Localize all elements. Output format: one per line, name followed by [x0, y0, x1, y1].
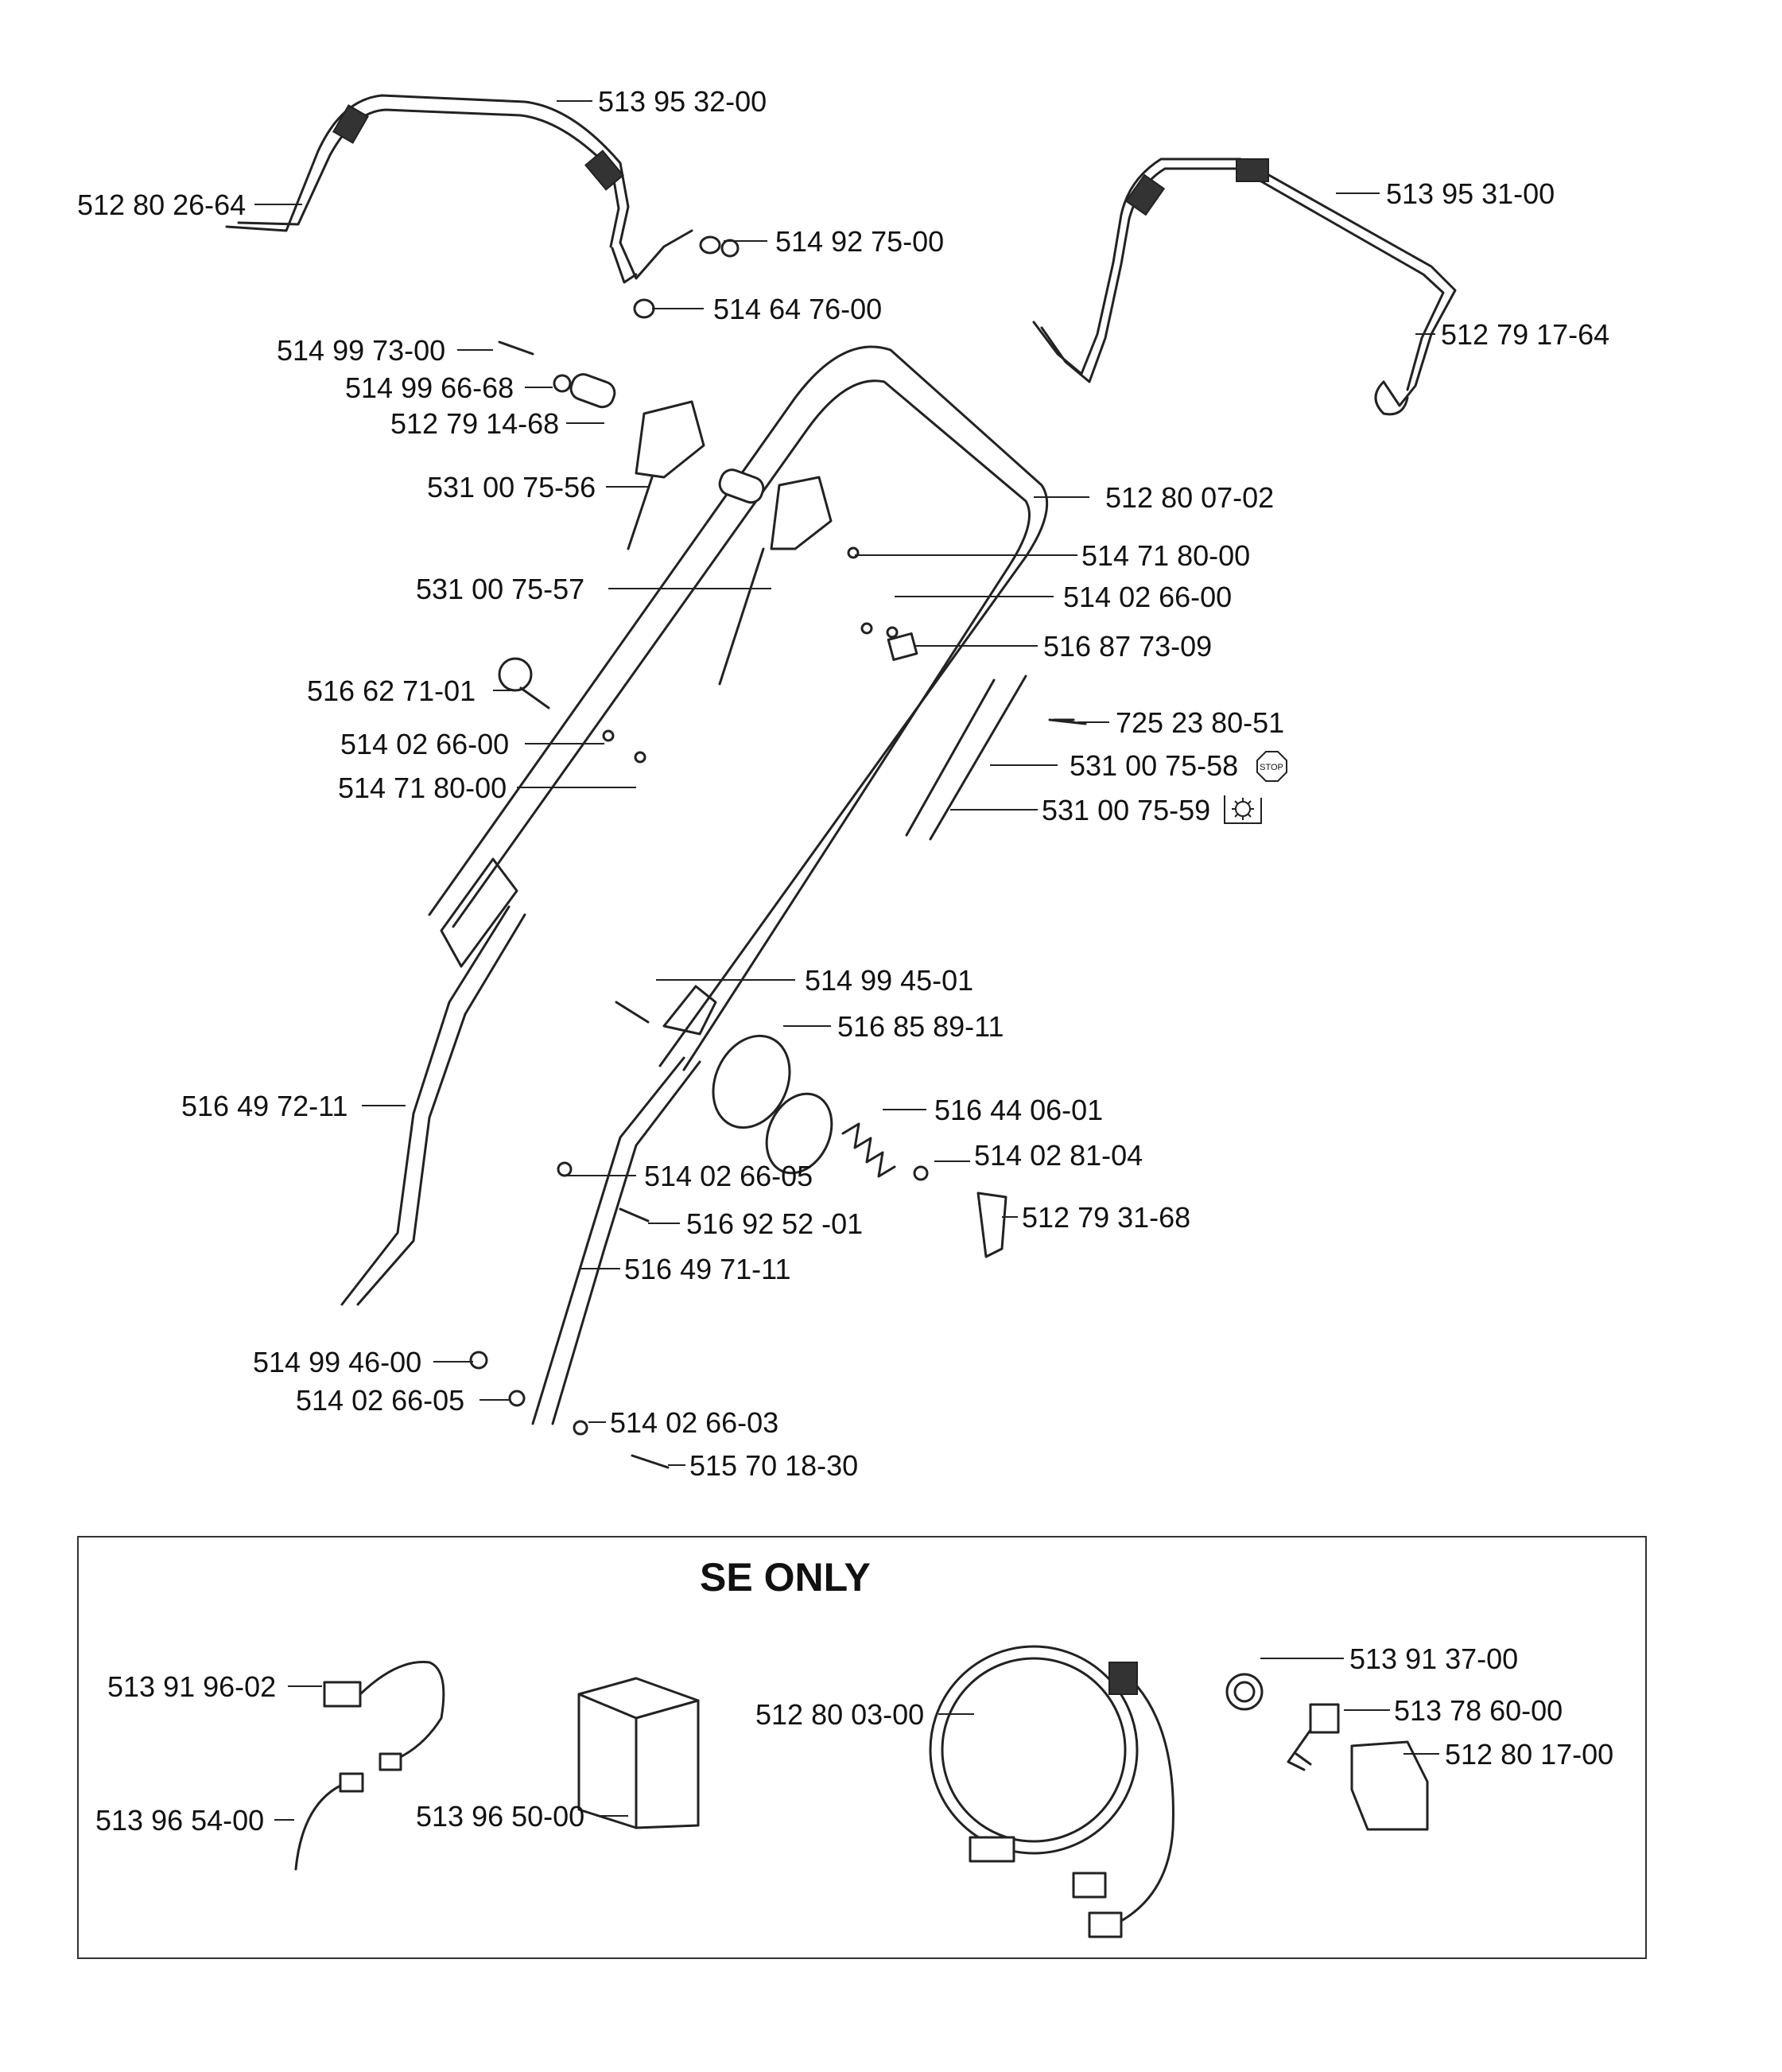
- label-531007557: 531 00 75-57: [416, 573, 584, 605]
- label-512791764: 512 79 17-64: [1441, 318, 1609, 351]
- label-516497111: 516 49 71-11: [624, 1253, 791, 1285]
- label-514028104: 514 02 81-04: [974, 1139, 1143, 1172]
- key-switch-icon: [1309, 1703, 1340, 1734]
- label-516497211: 516 49 72-11: [181, 1090, 348, 1122]
- label-514718000b: 514 71 80-00: [338, 772, 507, 804]
- label-514996668: 514 99 66-68: [345, 371, 514, 404]
- label-531007558: 531 00 75-58: [1070, 749, 1238, 782]
- label-514026600a: 514 02 66-00: [1063, 581, 1232, 613]
- label-514718000a: 514 71 80-00: [1081, 539, 1250, 572]
- part-drawings: [225, 94, 1457, 1469]
- label-531007559: 531 00 75-59: [1042, 794, 1210, 826]
- label-514647600: 514 64 76-00: [713, 293, 882, 325]
- stop-sign-icon: STOP: [1256, 751, 1287, 782]
- label-512791468: 512 79 14-68: [390, 407, 559, 440]
- part-labels: 513 95 32-00 512 80 26-64 514 92 75-00 5…: [77, 85, 1609, 1482]
- label-512801700: 512 80 17-00: [1445, 1738, 1613, 1771]
- label-514026605a: 514 02 66-05: [644, 1160, 813, 1192]
- label-514994501: 514 99 45-01: [805, 964, 973, 997]
- label-513953100: 513 95 31-00: [1386, 177, 1555, 210]
- label-516627101: 516 62 71-01: [307, 674, 476, 707]
- label-513953200: 513 95 32-00: [598, 85, 767, 118]
- label-531007556: 531 00 75-56: [427, 471, 596, 503]
- label-512800702: 512 80 07-02: [1105, 481, 1274, 514]
- label-513965400: 513 96 54-00: [95, 1804, 264, 1837]
- bushing-icon: [699, 235, 721, 255]
- connector-icon: [323, 1681, 362, 1708]
- label-512800300: 512 80 03-00: [755, 1698, 924, 1731]
- leader-lines: [254, 100, 1435, 1466]
- label-516877309: 516 87 73-09: [1043, 630, 1212, 663]
- label-516440601: 516 44 06-01: [934, 1094, 1103, 1126]
- label-514026605b: 514 02 66-05: [296, 1384, 464, 1417]
- se-only-frame: [77, 1536, 1647, 1959]
- label-514026603: 514 02 66-03: [610, 1406, 778, 1439]
- sun-gear-icon: [1224, 795, 1262, 824]
- bezel-icon: [1225, 1673, 1264, 1711]
- se-only-title: SE ONLY: [700, 1555, 871, 1600]
- label-512793168: 512 79 31-68: [1022, 1201, 1190, 1234]
- label-512802664: 512 80 26-64: [77, 189, 246, 221]
- label-513913700: 513 91 37-00: [1349, 1642, 1518, 1675]
- label-514994600: 514 99 46-00: [253, 1346, 421, 1378]
- stop-label: STOP: [1260, 763, 1283, 772]
- label-514997300: 514 99 73-00: [277, 334, 445, 367]
- label-514026600b: 514 02 66-00: [340, 728, 509, 760]
- label-513919602: 513 91 96-02: [107, 1670, 276, 1703]
- label-513965000: 513 96 50-00: [416, 1800, 584, 1833]
- label-516858911: 516 85 89-11: [837, 1010, 1004, 1043]
- label-516925201: 516 92 52 -01: [686, 1207, 863, 1240]
- label-513786000: 513 78 60-00: [1394, 1694, 1563, 1727]
- switch-housing-icon: [1350, 1740, 1429, 1831]
- battery-icon: [577, 1677, 700, 1829]
- label-515701830: 515 70 18-30: [689, 1449, 858, 1482]
- label-514927500: 514 92 75-00: [775, 225, 944, 258]
- label-725238051: 725 23 80-51: [1116, 706, 1284, 739]
- se-only-section: SE ONLY 513 91 96-02 513 91 37-00 513: [77, 1536, 1647, 1959]
